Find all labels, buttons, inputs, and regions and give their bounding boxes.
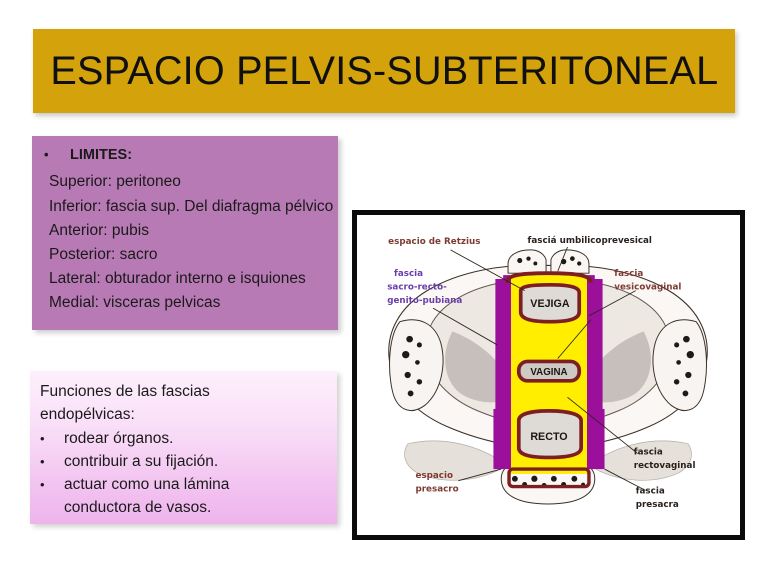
functions-intro-line-1: Funciones de las fascias [40, 383, 210, 400]
leader-fascia-vesicovaginal-a [588, 290, 636, 317]
label-fascia-sacro-line-1: fascia [394, 269, 423, 279]
functions-intro-line-2: endopélvicas: [40, 406, 135, 424]
obturator-foramen-left [389, 319, 444, 411]
label-fascia-umbilicoprevesical: fasciá umbilicoprevesical [528, 236, 652, 246]
limit-line-inferior: Inferior: fascia sup. Del diafragma pélv… [49, 197, 334, 215]
organ-bladder: VEJIGA [518, 282, 582, 324]
obturator-foramen-right [652, 319, 707, 411]
label-fascia-sacro-line-2: sacro-recto- [387, 283, 447, 293]
limit-line-lateral: Lateral: obturador interno e isquiones [49, 270, 306, 288]
label-espacio-presacro-line-1: espacio [415, 471, 453, 481]
function-item-3-continuation: conductora de vasos. [64, 499, 212, 517]
pelvic-anatomy-diagram: VEJIGA VAGINA RECTO espacio de Retzius f… [352, 210, 745, 540]
label-fascia-presacra-line-1: fascia [636, 486, 665, 496]
function-item-2-label: contribuir a su fijación. [64, 452, 219, 470]
presacral-fan-right [588, 440, 692, 481]
leader-espacio-presacro [458, 468, 502, 482]
fascia-sacro-recto-genito-pubiana-bands [493, 275, 605, 470]
organ-vagina: VAGINA [516, 359, 582, 383]
fascia-presacra-line [507, 467, 591, 489]
label-fascia-presacra-line-2: presacra [636, 500, 679, 510]
leader-espacio-retzius [450, 249, 525, 292]
label-espacio-presacro-line-2: presacro [415, 484, 458, 494]
organ-rectum: RECTO [516, 409, 583, 460]
bullet-icon: • [40, 477, 45, 492]
bladder-label: VEJIGA [530, 298, 570, 310]
leader-fascia-sacro [432, 307, 498, 346]
leader-fascia-vesicovaginal-b [557, 319, 592, 359]
bullet-icon: • [40, 453, 45, 469]
limits-heading-label: LIMITES: [70, 147, 133, 163]
label-espacio-retzius: espacio de Retzius [388, 237, 480, 247]
label-fascia-sacro-line-3: genito-pubiana [387, 296, 462, 306]
function-item-3-label: actuar como una lámina [64, 476, 230, 493]
leader-fascia-rectovaginal [567, 396, 638, 454]
label-fascia-vesicovaginal-line-2: vesicovaginal [614, 283, 681, 293]
label-fascia-rectovaginal-line-1: fascia [634, 448, 663, 458]
function-item-1-label: rodear órganos. [64, 429, 174, 447]
functions-text-box: Funciones de las fascias endopélvicas: •… [30, 371, 337, 524]
function-item-1: • rodear órganos. [40, 427, 329, 450]
function-item-3: • actuar como una lámina [40, 473, 329, 496]
fascia-umbilicoprevesical-line [505, 271, 593, 284]
pelvis-cross-section-illustration: VEJIGA VAGINA RECTO espacio de Retzius f… [387, 236, 708, 510]
label-fascia-vesicovaginal-line-1: fascia [614, 269, 643, 279]
vagina-label: VAGINA [530, 367, 567, 378]
limit-line-anterior: Anterior: pubis [49, 221, 149, 239]
limits-text-box: • LIMITES: Superior: peritoneo Inferior:… [32, 136, 338, 330]
limit-line-posterior: Posterior: sacro [49, 245, 158, 263]
label-fascia-rectovaginal-line-2: rectovaginal [634, 461, 696, 471]
presacral-fan-left [404, 440, 508, 481]
page-title: ESPACIO PELVIS-SUBTERITONEAL [50, 49, 718, 93]
rectum-label: RECTO [530, 431, 567, 443]
pubic-symphysis [507, 249, 590, 274]
slide-title-banner: ESPACIO PELVIS-SUBTERITONEAL [33, 29, 735, 113]
limit-line-medial: Medial: visceras pelvicas [49, 294, 221, 312]
function-item-2: • contribuir a su fijación. [40, 450, 329, 473]
leader-fascia-presacra [604, 468, 646, 491]
limit-line-superior: Superior: peritoneo [49, 173, 181, 191]
bullet-icon: • [40, 430, 45, 446]
leader-fascia-umbilicoprevesical [557, 246, 568, 272]
limits-heading: • LIMITES: [44, 147, 328, 164]
bullet-icon: • [44, 147, 49, 162]
